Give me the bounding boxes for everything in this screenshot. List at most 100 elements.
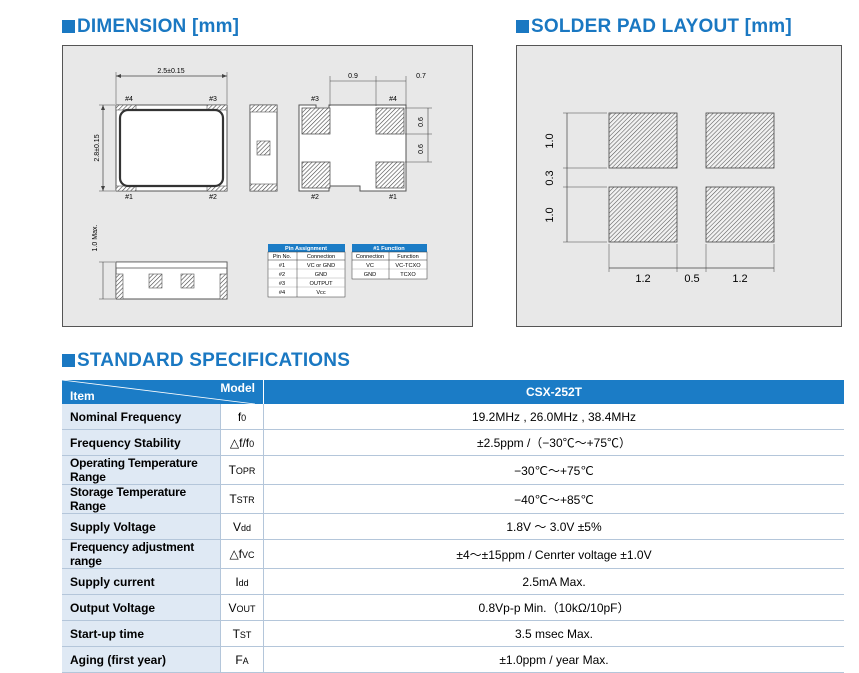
- spec-symbol: TOPR: [220, 455, 264, 485]
- pad-height-top-label: 1.0: [544, 133, 556, 148]
- spec-item-name: Nominal Frequency: [62, 404, 221, 430]
- func-table-cell: TCXO: [400, 272, 416, 278]
- spec-value: ±2.5ppm /（−30℃～+75℃）: [263, 429, 844, 456]
- spec-symbol-main: T: [232, 626, 240, 641]
- spec-symbol-main: F: [235, 652, 243, 667]
- dim-pad-gap-label: 0.7: [416, 73, 426, 80]
- spec-symbol-main: V: [232, 519, 241, 534]
- spec-value: 19.2MHz , 26.0MHz , 38.4MHz: [263, 404, 844, 430]
- pad-width-right-label: 1.2: [732, 273, 747, 285]
- pin-label: #2: [209, 194, 217, 201]
- spec-symbol-main: I: [235, 574, 239, 589]
- spec-item-name: Start-up time: [62, 620, 221, 647]
- solder-pad-drawing: 1.0 0.3 1.0 1.2 0.5 1.2: [544, 112, 775, 285]
- pin-table-cell: OUTPUT: [310, 281, 334, 287]
- front-view: [115, 261, 228, 300]
- func-table-cell: VC: [366, 263, 374, 269]
- spec-value: 3.5 msec Max.: [263, 620, 844, 647]
- pin-assignment-table: Pin Assignment Pin No. Connection #1 VC …: [267, 244, 346, 298]
- solder-title: SOLDER PAD LAYOUT [mm]: [516, 16, 792, 38]
- pin-label: #2: [311, 194, 319, 201]
- solder-pad: [608, 186, 678, 243]
- spec-symbol-main: △f/f: [229, 435, 250, 450]
- spec-symbol-sub: VC: [242, 550, 255, 560]
- func-table-header: Connection: [356, 254, 384, 260]
- spec-symbol: Idd: [220, 568, 264, 595]
- side-view: [249, 104, 278, 192]
- pin-table-cell: #2: [279, 272, 285, 278]
- solder-pad: [705, 112, 775, 169]
- pin-table-cell: GND: [315, 272, 327, 278]
- spec-value: 2.5mA Max.: [263, 568, 844, 595]
- func-table-cell: GND: [364, 272, 376, 278]
- dimension-title: DIMENSION [mm]: [62, 16, 239, 38]
- spec-symbol-sub: dd: [238, 577, 249, 588]
- pin-table-cell: VC or GND: [307, 263, 335, 269]
- spec-symbol-main: f: [237, 409, 242, 424]
- spec-value: −30℃～+75℃: [263, 455, 844, 485]
- dim-max-height-label: 1.0 Max.: [92, 225, 99, 252]
- spec-symbol: △fVC: [220, 539, 264, 569]
- spec-symbol-sub: STR: [236, 495, 255, 505]
- func-table-cell: VC-TCXO: [395, 263, 421, 269]
- header-corner-cell: Model Item: [62, 380, 264, 404]
- spec-item-name: Output Voltage: [62, 594, 221, 621]
- pad-gap-horizontal-label: 0.5: [684, 273, 699, 285]
- spec-item-name: Frequency Stability: [62, 429, 221, 456]
- spec-item-name: Operating Temperature Range: [62, 455, 221, 485]
- header-model-label: Model: [220, 381, 255, 395]
- pin-table-cell: #3: [279, 281, 285, 287]
- dimension-drawing: 2.5±0.15 2.8±0.15 #4 #3 #1 #2: [92, 68, 432, 300]
- dim-width-label: 2.5±0.15: [157, 68, 184, 75]
- solder-pad: [608, 112, 678, 169]
- top-view: [115, 104, 228, 192]
- pin-label: #1: [125, 194, 133, 201]
- header-diagonal: [62, 380, 255, 404]
- spec-symbol: TST: [220, 620, 264, 647]
- header-item-label: Item: [70, 389, 95, 403]
- spec-symbol-main: T: [228, 463, 236, 477]
- dim-height-label: 2.8±0.15: [94, 134, 101, 161]
- spec-value: −40℃～+85℃: [263, 484, 844, 514]
- spec-symbol-sub: A: [242, 655, 249, 666]
- spec-item-name: Frequency adjustment range: [62, 539, 221, 569]
- pad-gap-vertical-label: 0.3: [544, 170, 556, 185]
- solder-title-text: SOLDER PAD LAYOUT [mm]: [531, 16, 792, 37]
- spec-symbol-sub: OPR: [235, 466, 256, 476]
- spec-symbol-main: V: [228, 600, 237, 615]
- pin-label: #3: [209, 96, 217, 103]
- dim-pad-width-label: 0.9: [348, 73, 358, 80]
- spec-value: 1.8V ～ 3.0V ±5%: [263, 513, 844, 540]
- spec-symbol: Vdd: [220, 513, 264, 540]
- solder-pad: [705, 186, 775, 243]
- dim-pad-h2-label: 0.6: [418, 144, 425, 154]
- specs-title: STANDARD SPECIFICATIONS: [62, 350, 350, 372]
- title-square-icon: [62, 354, 75, 367]
- dimension-drawing-panel: 2.5±0.15 2.8±0.15 #4 #3 #1 #2: [62, 45, 473, 327]
- spec-symbol-sub: dd: [241, 522, 252, 533]
- func-table-title: #1 Function: [373, 246, 405, 252]
- dimension-title-text: DIMENSION [mm]: [77, 16, 240, 37]
- pin-table-cell: #1: [279, 263, 285, 269]
- spec-symbol: TSTR: [220, 484, 264, 514]
- spec-symbol-sub: OUT: [236, 603, 256, 614]
- function-table: #1 Function Connection Function VC VC-TC…: [351, 244, 428, 280]
- spec-symbol-main: T: [229, 492, 237, 506]
- pad-height-bottom-label: 1.0: [544, 207, 556, 222]
- spec-symbol-sub: ST: [239, 629, 252, 640]
- spec-row: Frequency adjustment range△fVC±4～±15ppm …: [62, 539, 844, 569]
- spec-row: Output Voltage VOUT 0.8Vp-p Min.（10kΩ/10pF…: [62, 594, 844, 621]
- specs-title-text: STANDARD SPECIFICATIONS: [77, 350, 351, 371]
- spec-value: 0.8Vp-p Min.（10kΩ/10pF）: [263, 594, 844, 621]
- pin-table-header: Pin No.: [273, 254, 292, 260]
- pin-table-cell: #4: [279, 290, 285, 296]
- spec-item-name: Supply Voltage: [62, 513, 221, 540]
- spec-table-header: Model Item CSX-252T: [62, 380, 844, 404]
- pin-table-header: Connection: [307, 254, 335, 260]
- bottom-view: [298, 104, 407, 192]
